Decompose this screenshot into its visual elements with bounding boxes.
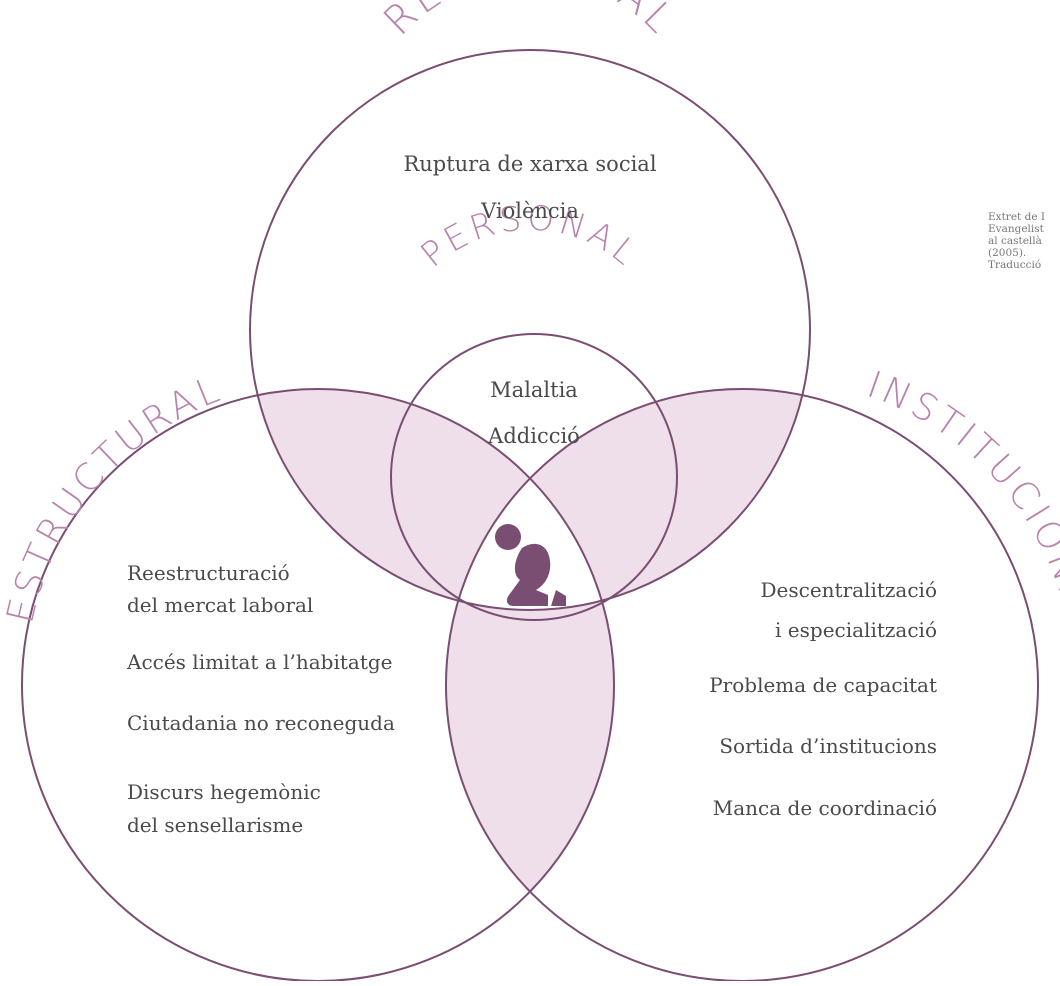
relacional-item: Violència — [480, 199, 579, 223]
circle-relacional — [249, 49, 811, 611]
relacional-item: Ruptura de xarxa social — [403, 152, 656, 176]
personal-item: Malaltia — [490, 378, 578, 402]
institucional-item: i especialització — [775, 618, 937, 642]
estructural-item: Reestructuració — [127, 561, 290, 585]
personal-items: Malaltia Addicció — [487, 378, 580, 448]
relacional-items: Ruptura de xarxa social Violència — [403, 152, 656, 223]
estructural-item: del sensellarisme — [127, 813, 303, 837]
estructural-items: Reestructuració del mercat laboral Accés… — [126, 561, 395, 837]
source-note-line: (2005). — [988, 247, 1026, 259]
source-note-line: Evangelist — [988, 223, 1045, 235]
label-relacional: RELACIONAL — [375, 0, 685, 44]
institucional-items: Descentralització i especialització Prob… — [709, 578, 937, 820]
estructural-item: Discurs hegemònic — [127, 780, 321, 804]
overlap-top-right — [446, 389, 810, 610]
source-note-line: Traducció — [988, 259, 1041, 271]
overlap-top-left — [250, 389, 614, 610]
estructural-item: del mercat laboral — [127, 593, 313, 617]
institucional-item: Descentralització — [760, 578, 937, 602]
source-note-line: al castellà — [988, 235, 1042, 247]
label-estructural: ESTRUCTURAL — [0, 367, 229, 628]
estructural-item: Ciutadania no reconeguda — [127, 711, 395, 735]
institucional-item: Sortida d’institucions — [719, 734, 937, 758]
circle-personal — [390, 333, 678, 621]
source-note-line: Extret de I — [988, 211, 1045, 223]
source-note: Extret de I Evangelist al castellà (2005… — [988, 211, 1045, 271]
institucional-item: Problema de capacitat — [709, 673, 937, 697]
personal-item: Addicció — [487, 424, 580, 448]
institucional-item: Manca de coordinació — [713, 796, 937, 820]
kneeling-person-icon — [495, 524, 566, 606]
estructural-item: Accés limitat a l’habitatge — [126, 650, 393, 674]
